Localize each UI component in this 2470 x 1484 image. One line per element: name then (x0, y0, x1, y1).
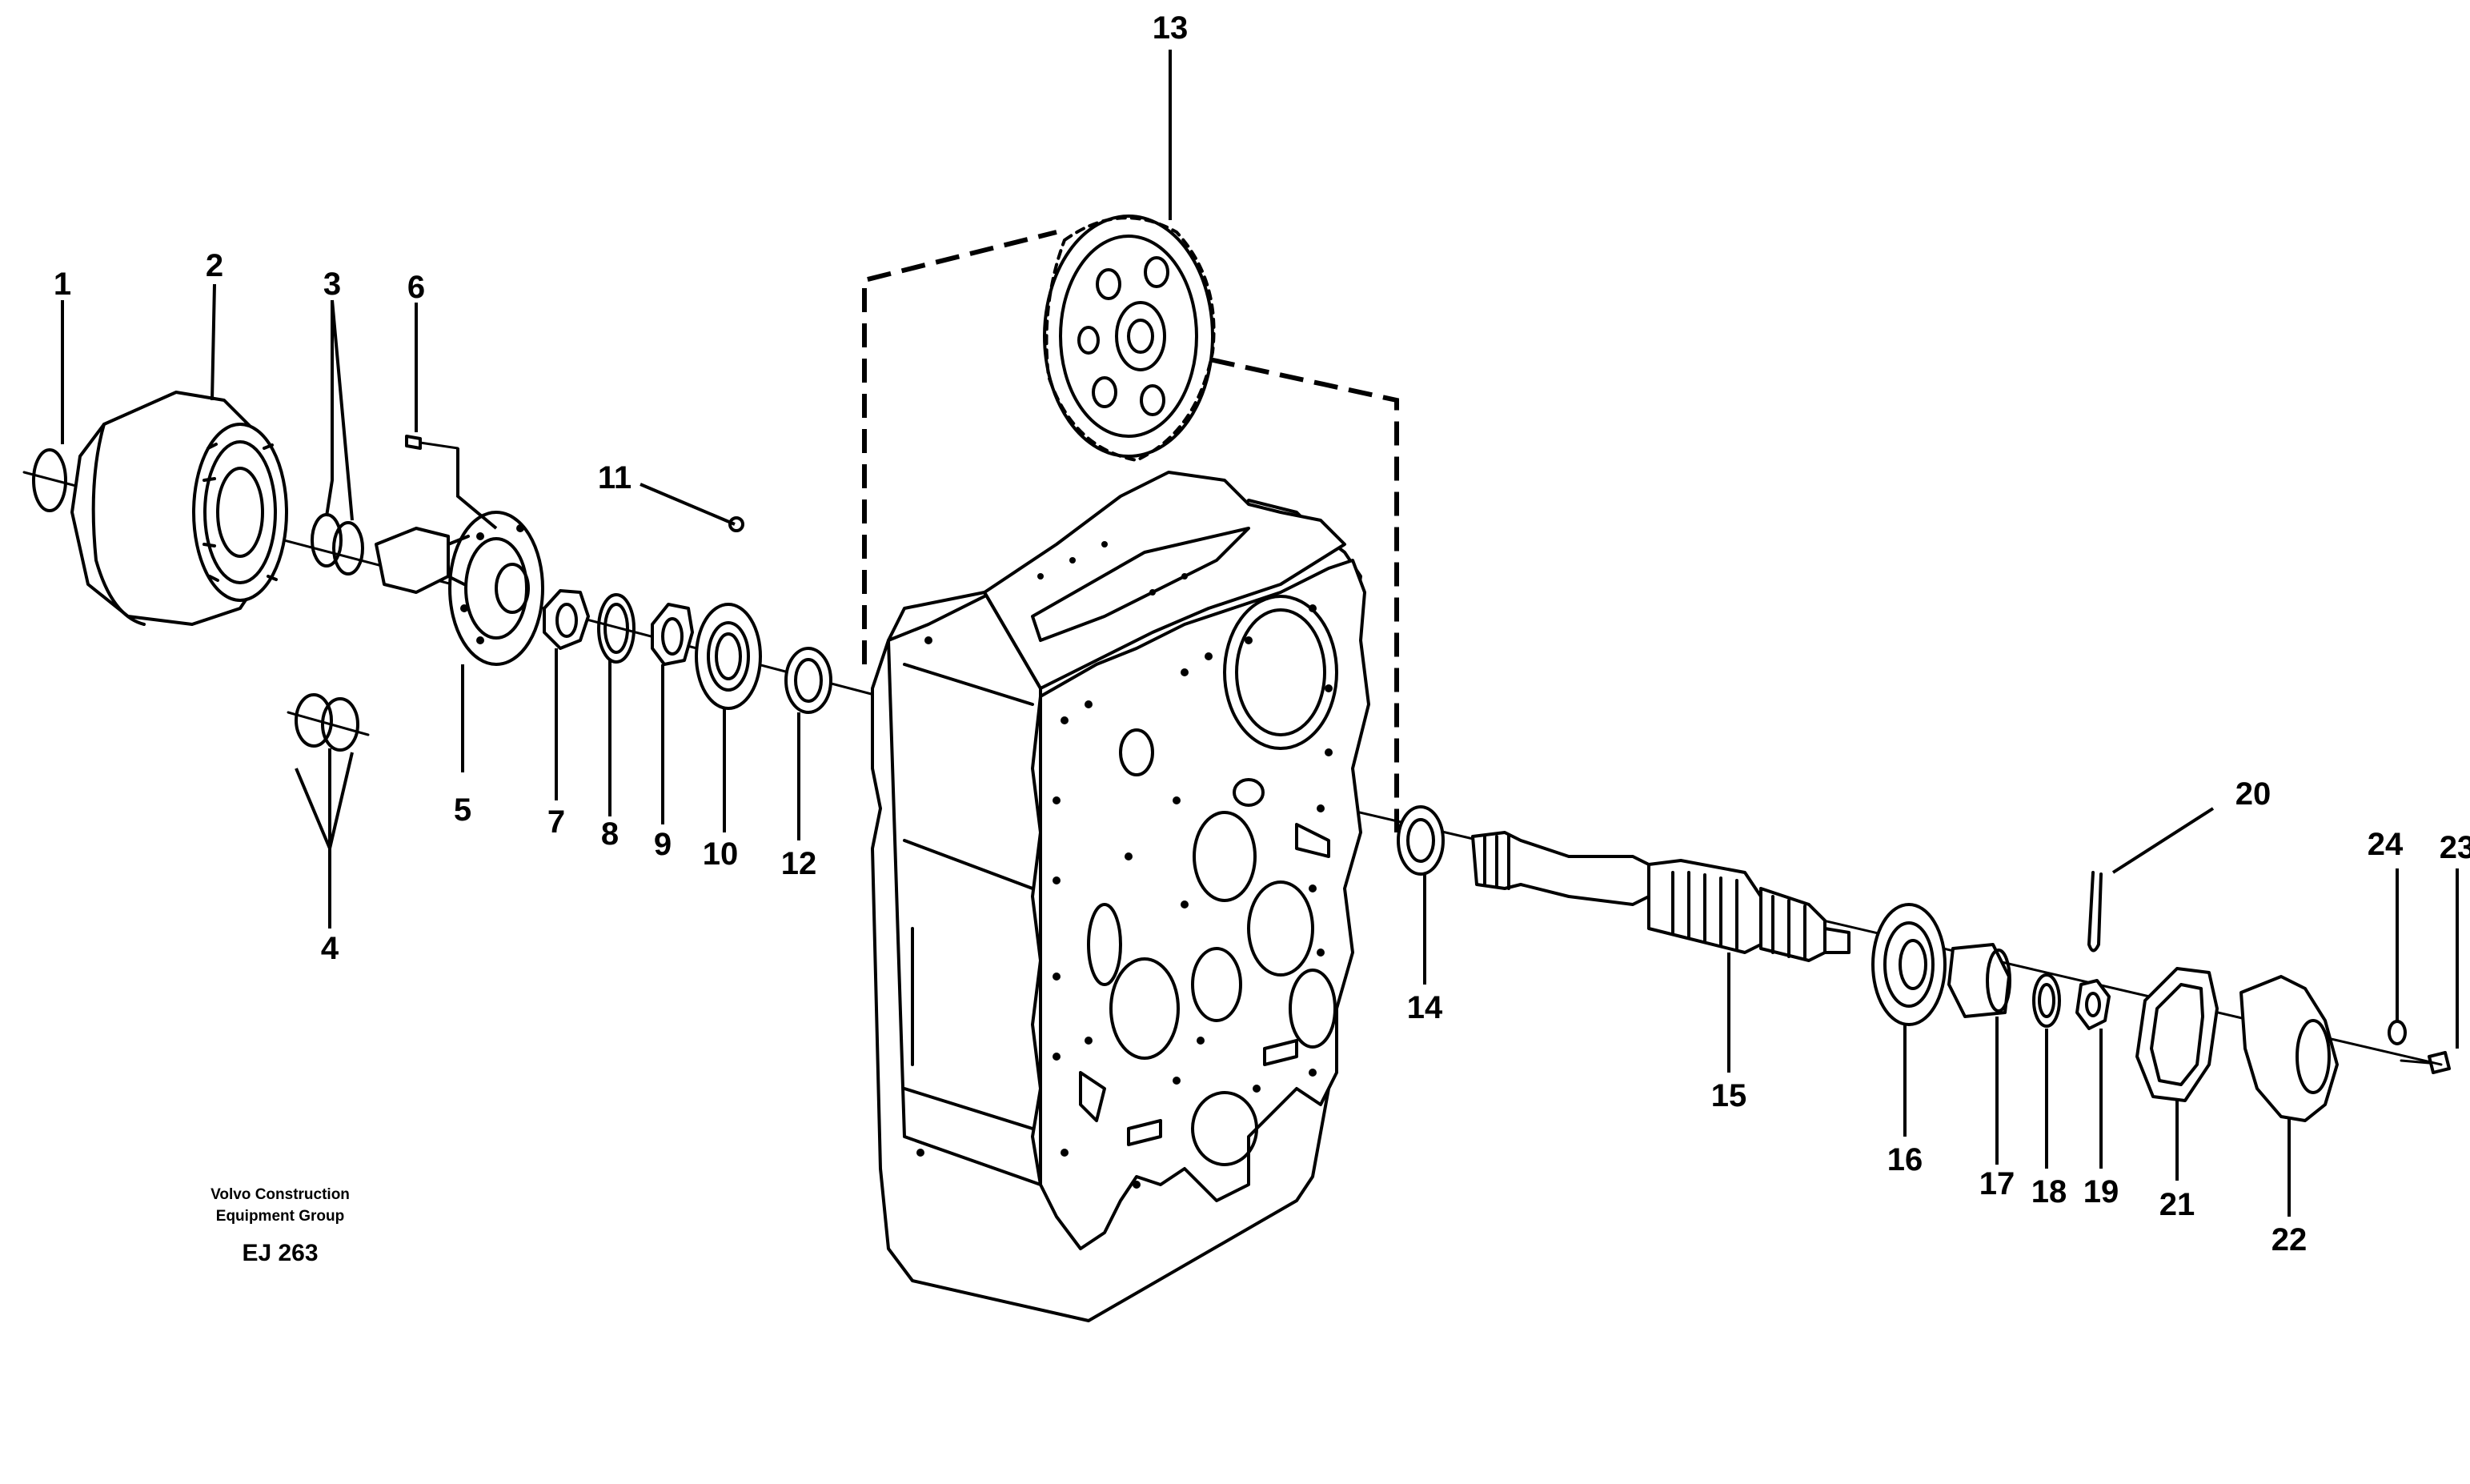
callout-13: 13 (1153, 10, 1189, 46)
part-22-cover (2239, 975, 2339, 1122)
part-21-gasket (2135, 967, 2219, 1102)
callout-19: 19 (2083, 1174, 2119, 1209)
callout-22: 22 (2272, 1222, 2308, 1257)
callout-12: 12 (781, 846, 817, 881)
part-1-o-ring (32, 448, 67, 512)
callout-6: 6 (407, 270, 425, 305)
leader-lines (61, 50, 2459, 1217)
part-14-spacer-ring (1397, 805, 1445, 876)
part-10-bearing (695, 603, 762, 710)
part-12-bushing (784, 647, 832, 714)
transmission-housing (871, 471, 1370, 1322)
imprint-line-2: Equipment Group (216, 1208, 344, 1225)
part-24-washer (2388, 1020, 2407, 1045)
part-2-drum-hub (70, 391, 288, 626)
callout-1: 1 (54, 267, 71, 302)
callout-20: 20 (2235, 776, 2272, 812)
drawing-imprint: Volvo Construction Equipment Group EJ 26… (211, 1186, 350, 1266)
callout-4: 4 (321, 931, 339, 966)
part-3-snap-rings (311, 513, 364, 576)
part-15-shaft (1471, 831, 1850, 962)
part-20-cotter-pin (2087, 871, 2103, 953)
callout-8: 8 (601, 816, 619, 852)
callout-18: 18 (2031, 1174, 2067, 1209)
part-6-screw (405, 435, 498, 530)
part-8-washer (597, 593, 636, 664)
callout-9: 9 (654, 827, 672, 862)
part-7-nut (543, 589, 590, 650)
callout-3: 3 (323, 267, 341, 302)
part-18-washer (2032, 973, 2061, 1028)
callout-21: 21 (2159, 1187, 2195, 1222)
part-23-screw (2400, 1051, 2451, 1074)
assembly-dashed-lines (862, 230, 1399, 832)
callout-15: 15 (1711, 1078, 1747, 1113)
part-19-castle-nut (2075, 979, 2111, 1030)
part-5-flange-hub (375, 511, 544, 666)
housing-bolt-holes (916, 541, 1333, 1189)
callout-numbers: 1 2 3 4 5 6 7 8 9 10 11 12 13 14 15 16 1… (54, 10, 2470, 1257)
callout-23: 23 (2440, 830, 2470, 865)
callout-16: 16 (1887, 1142, 1923, 1177)
callout-5: 5 (454, 792, 471, 828)
part-9-lock-nut (651, 603, 694, 666)
callout-11: 11 (598, 460, 632, 495)
callout-7: 7 (547, 804, 565, 840)
callout-24: 24 (2368, 827, 2404, 862)
imprint-line-1: Volvo Construction (211, 1186, 350, 1203)
callout-17: 17 (1979, 1166, 2015, 1201)
part-4-snap-rings (287, 693, 370, 752)
part-17-sleeve (1947, 943, 2011, 1018)
callout-2: 2 (206, 248, 223, 283)
drawing-code: EJ 263 (242, 1240, 318, 1266)
part-11-ball (728, 516, 744, 532)
callout-14: 14 (1407, 990, 1443, 1025)
part-13-gear (1043, 215, 1216, 462)
part-16-bearing (1871, 903, 1947, 1026)
callout-10: 10 (703, 836, 739, 872)
